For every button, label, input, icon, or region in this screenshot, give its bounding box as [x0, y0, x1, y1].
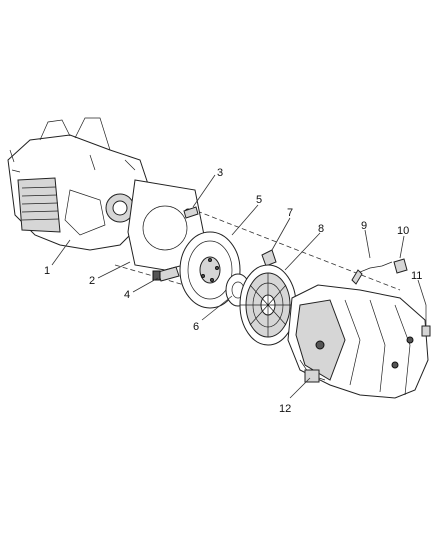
bolt-7: [261, 249, 277, 267]
engine-block: [7, 117, 151, 251]
bolt-10: [393, 258, 408, 274]
callout-7: 7: [287, 207, 293, 219]
callout-4: 4: [124, 289, 130, 301]
callout-1: 1: [44, 265, 50, 277]
clutch-assembly: [239, 264, 297, 346]
callout-12: 12: [279, 403, 291, 415]
bolt-4: [152, 266, 180, 282]
flex-plate: [179, 231, 241, 309]
speed-sensor-cable: [351, 261, 393, 285]
callout-8: 8: [318, 223, 324, 235]
callout-11: 11: [411, 270, 422, 282]
callout-labels: 1 2 3 4 5 6 7 8 9 10 11 12: [44, 167, 422, 415]
bolt-3: [183, 206, 199, 219]
callout-9: 9: [361, 220, 367, 232]
callout-3: 3: [217, 167, 223, 179]
leader-lines: [51, 174, 427, 399]
transmission-housing: [287, 284, 429, 399]
callout-10: 10: [397, 225, 409, 237]
callout-6: 6: [193, 321, 199, 333]
callout-5: 5: [256, 194, 262, 206]
callout-2: 2: [89, 275, 95, 287]
vehicle-speed-sensor: [421, 305, 431, 337]
